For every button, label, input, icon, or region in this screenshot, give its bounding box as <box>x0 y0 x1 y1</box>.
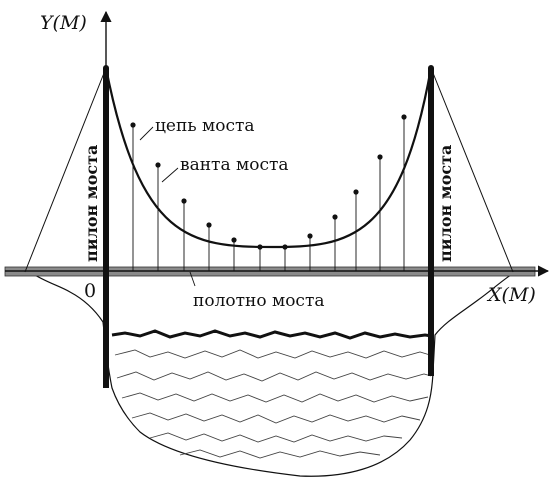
anchor-stay-left <box>24 67 107 273</box>
cable-label: ванта моста <box>180 155 289 175</box>
pylon-right <box>428 68 434 376</box>
x-axis-label: X(M) <box>486 284 536 306</box>
origin-label: 0 <box>84 280 96 302</box>
chain-nodes <box>103 65 434 250</box>
water-surface <box>111 329 433 340</box>
y-axis-label: Y(M) <box>40 12 87 34</box>
pylon-right-label: пилон моста <box>436 145 455 262</box>
deck-leader <box>189 271 196 287</box>
pylon-left-label: пилон моста <box>82 145 101 262</box>
chain-leader <box>139 126 154 141</box>
deck-label: полотно моста <box>193 291 325 311</box>
cable-leader <box>161 167 179 183</box>
riverbed-outline <box>29 271 516 477</box>
anchor-stay-right <box>430 67 514 273</box>
bridge-chain <box>104 67 433 249</box>
water-ripples <box>114 349 432 459</box>
chain-label: цепь моста <box>155 116 255 136</box>
